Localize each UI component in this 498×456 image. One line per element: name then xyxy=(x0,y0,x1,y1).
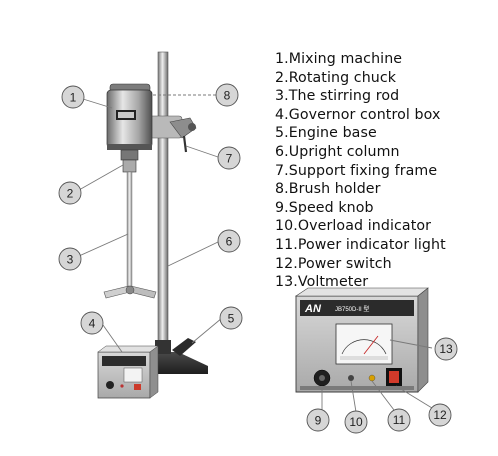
legend-item: 2.Rotating chuck xyxy=(275,69,397,86)
svg-text:12: 12 xyxy=(433,408,447,422)
svg-text:2: 2 xyxy=(67,187,74,201)
power-switch xyxy=(386,368,402,386)
callout-8: 8 xyxy=(215,83,239,107)
box-header xyxy=(300,300,414,316)
svg-text:6: 6 xyxy=(226,235,233,249)
legend-item: 8.Brush holder xyxy=(275,181,381,198)
upright-column xyxy=(157,51,169,359)
callout-6: 6 xyxy=(217,229,241,253)
svg-text:7: 7 xyxy=(226,152,233,166)
callout-2: 2 xyxy=(58,181,82,205)
svg-text:10: 10 xyxy=(349,415,363,429)
callout-7: 7 xyxy=(217,146,241,170)
governor-control-box xyxy=(97,345,159,399)
svg-text:13: 13 xyxy=(439,342,453,356)
stirrer-stand xyxy=(97,51,208,399)
legend-item: 9.Speed knob xyxy=(275,199,374,216)
parts-legend: 1.Mixing machine 2.Rotating chuck 3.The st… xyxy=(275,50,446,292)
legend-item: 6.Upright column xyxy=(275,143,400,160)
callout-1: 1 xyxy=(61,85,85,109)
callout-3: 3 xyxy=(58,247,82,271)
legend-item: 12.Power switch xyxy=(275,255,392,272)
legend-item: 7.Support fixing frame xyxy=(275,162,438,179)
svg-text:3: 3 xyxy=(67,253,74,267)
svg-text:5: 5 xyxy=(228,312,235,326)
svg-text:9: 9 xyxy=(315,414,322,428)
callout-10: 10 xyxy=(344,410,368,434)
legend-item: 4.Governor control box xyxy=(275,106,441,123)
callout-12: 12 xyxy=(428,403,452,427)
legend-item: 10.Overload indicator xyxy=(275,218,432,235)
callouts: 1 2 3 4 5 6 7 8 xyxy=(58,83,458,434)
svg-text:8: 8 xyxy=(224,89,231,103)
callout-11: 11 xyxy=(387,408,411,432)
svg-text:4: 4 xyxy=(89,317,96,331)
voltmeter xyxy=(335,323,393,365)
callout-13: 13 xyxy=(434,337,458,361)
legend-item: 1.Mixing machine xyxy=(275,51,403,67)
callout-9: 9 xyxy=(306,408,330,432)
brand-logo: AN xyxy=(304,303,322,315)
svg-text:11: 11 xyxy=(393,413,406,427)
callout-5: 5 xyxy=(219,306,243,330)
callout-4: 4 xyxy=(80,311,104,335)
impeller xyxy=(103,285,157,299)
mixing-machine xyxy=(106,89,153,150)
speed-knob xyxy=(313,369,331,387)
model-label: JB750D-II 型 xyxy=(335,305,369,313)
overload-indicator xyxy=(348,375,354,381)
legend-item: 3.The stirring rod xyxy=(275,88,400,105)
svg-text:1: 1 xyxy=(70,91,77,105)
legend-item: 11.Power indicator light xyxy=(275,236,446,253)
legend-item: 13.Voltmeter xyxy=(275,274,369,291)
support-fixing-frame xyxy=(147,115,197,153)
legend-item: 5.Engine base xyxy=(275,125,377,142)
stirring-rod xyxy=(126,171,133,289)
control-box-large: AN JB750D-II 型 xyxy=(295,287,429,393)
leader-lines xyxy=(78,94,433,413)
power-indicator-light xyxy=(368,374,376,382)
rotating-chuck xyxy=(120,149,139,173)
